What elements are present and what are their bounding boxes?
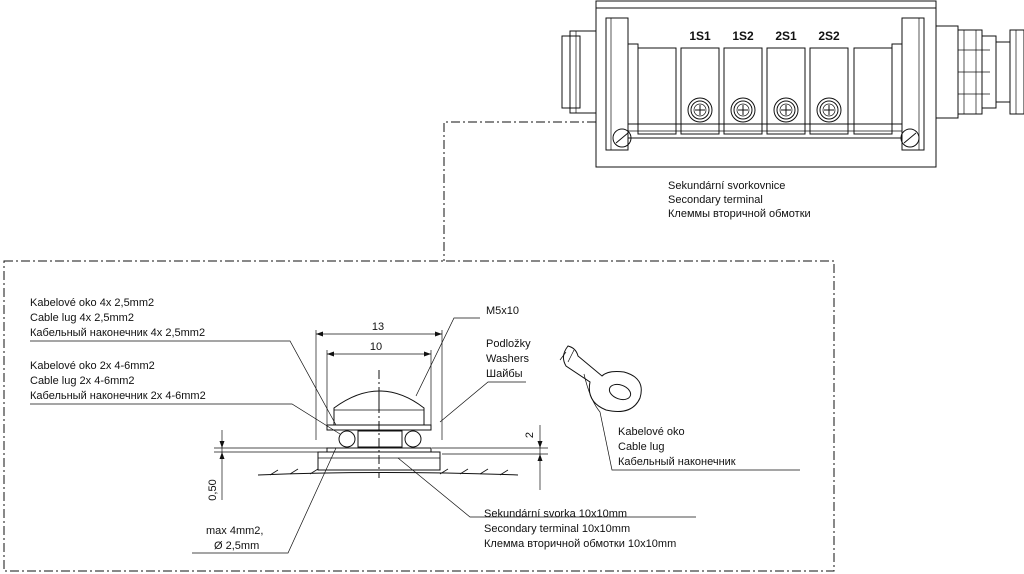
lug-caption-cz: Kabelové oko	[618, 426, 685, 438]
terminal-label-2s1: 2S1	[775, 29, 797, 43]
washers-label-en: Washers	[486, 353, 529, 365]
terminal-housing	[595, 0, 937, 168]
secondary-terminal-block: 1S1 1S2 2S1 2S2 Sekundární svorkovnice S…	[561, 0, 1024, 220]
cable-lug-2x-en: Cable lug 2x 4-6mm2	[30, 375, 135, 387]
cable-lug-conductors	[338, 430, 422, 448]
cable-lug-4x-cz: Kabelové oko 4x 2,5mm2	[30, 297, 154, 309]
terminal-block-caption-en: Secondary terminal	[668, 194, 763, 206]
lug-caption-ru: Кабельный наконечник	[618, 456, 736, 468]
screw-head	[333, 390, 425, 426]
terminal-block-caption-cz: Sekundární svorkovnice	[668, 180, 785, 192]
terminal-label-1s2: 1S2	[732, 29, 754, 43]
cable-lug-4x-leader	[30, 340, 337, 426]
cover-screw-right	[900, 128, 920, 148]
lug-caption-en: Cable lug	[618, 441, 664, 453]
washers-leader	[439, 381, 526, 423]
cable-lug-2x-leader	[30, 403, 341, 435]
dimension-10: 10	[326, 341, 432, 425]
detail-frame	[3, 260, 835, 572]
cable-lug-2x-cz: Kabelové oko 2x 4-6mm2	[30, 360, 155, 372]
right-cable-gland	[935, 25, 1024, 119]
svg-text:0,50: 0,50	[207, 479, 219, 500]
detail-leader-line	[443, 121, 596, 261]
wire-max-leader	[192, 447, 337, 554]
wire-diameter-label: Ø 2,5mm	[214, 540, 259, 552]
connection-detail: 13 10 2 0,50 M5x10	[30, 297, 800, 554]
terminal-base-plate	[257, 451, 519, 476]
terminal-label-1s1: 1S1	[689, 29, 711, 43]
svg-text:13: 13	[372, 321, 384, 333]
cable-lug-4x-en: Cable lug 4x 2,5mm2	[30, 312, 134, 324]
secondary-terminal-cz: Sekundární svorka 10x10mm	[484, 508, 627, 520]
washers-label-cz: Podložky	[486, 338, 531, 350]
secondary-terminal-leader	[397, 457, 696, 518]
svg-text:2: 2	[524, 432, 536, 438]
washers-label-ru: Шайбы	[486, 368, 523, 380]
svg-text:10: 10	[370, 341, 382, 353]
terminal-label-2s2: 2S2	[818, 29, 840, 43]
dimension-0-50: 0,50	[207, 430, 327, 501]
screw-label: M5x10	[486, 305, 519, 317]
left-cable-gland	[561, 30, 597, 114]
cable-lug-illustration: Kabelové oko Cable lug Кабельный наконеч…	[559, 345, 800, 471]
dimension-2: 2	[432, 425, 548, 490]
cable-lug-4x-ru: Кабельный наконечник 4x 2,5mm2	[30, 327, 205, 339]
wire-max-label: max 4mm2,	[206, 525, 263, 537]
secondary-terminal-en: Secondary terminal 10x10mm	[484, 523, 630, 535]
terminal-slots	[680, 47, 849, 135]
m5x10-leader	[415, 317, 480, 397]
terminal-block-caption-ru: Клеммы вторичной обмотки	[668, 208, 811, 220]
dimension-13: 13	[315, 321, 443, 440]
terminal-screws	[687, 97, 842, 123]
secondary-terminal-ru: Клемма вторичной обмотки 10x10mm	[484, 538, 676, 550]
cable-lug-2x-ru: Кабельный наконечник 2x 4-6mm2	[30, 390, 206, 402]
cover-screw-left	[612, 128, 632, 148]
